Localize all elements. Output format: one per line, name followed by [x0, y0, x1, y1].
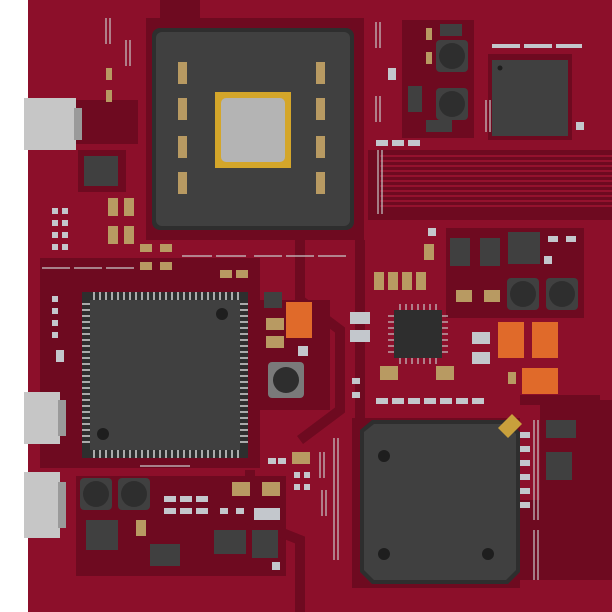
qfp-chip-marker — [216, 308, 228, 320]
qfp-chip — [82, 292, 248, 458]
smd-capacitor-orange — [286, 302, 558, 394]
top-right-chip — [492, 60, 568, 136]
inductor — [80, 40, 578, 510]
smd-resistor — [106, 28, 516, 536]
cpu-die-silver — [221, 98, 285, 162]
bga-chip — [360, 414, 522, 584]
cpu-socket-pads — [178, 62, 325, 194]
smd-tiny — [52, 122, 584, 570]
qfp-chip-marker-2 — [97, 428, 109, 440]
pin-row-horizontal — [42, 255, 346, 467]
usb-connector — [24, 98, 82, 538]
qfp-chip-pins-bottom — [93, 450, 239, 458]
small-qfp-chip — [388, 304, 448, 364]
cpu-socket — [152, 28, 354, 230]
qfp-chip-pins-left — [82, 303, 90, 443]
bga-gold-tab — [498, 414, 522, 438]
qfp-chip-pins-right — [240, 303, 248, 443]
smd-silver — [56, 68, 530, 520]
qfp-chip-pins-top — [93, 292, 239, 300]
pin-row-vertical — [105, 18, 539, 580]
top-right-pin-rows — [492, 44, 582, 48]
trace-bus-right — [380, 155, 612, 207]
small-ic — [84, 24, 576, 566]
